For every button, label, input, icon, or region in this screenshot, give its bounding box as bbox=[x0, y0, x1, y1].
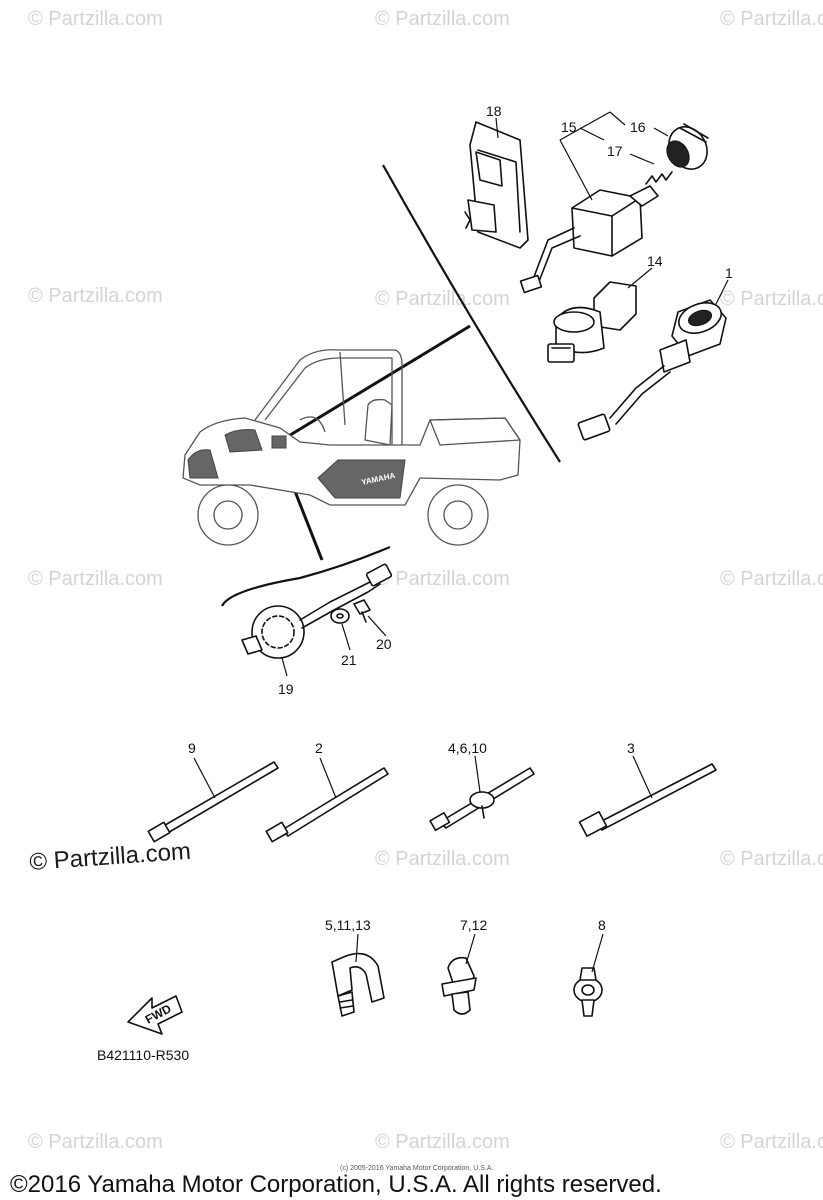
watermark: © Partzilla.com bbox=[720, 568, 823, 590]
watermark-layer: © Partzilla.com © Partzilla.com © Partzi… bbox=[28, 8, 823, 1153]
part-19-sensor bbox=[241, 563, 393, 659]
watermark: © Partzilla.com bbox=[375, 848, 510, 870]
part-9-cable-tie bbox=[147, 761, 279, 843]
callout-labels: 18 15 16 17 14 1 19 21 20 9 2 4,6,10 3 5… bbox=[188, 103, 733, 933]
part-7-12-clip bbox=[441, 956, 477, 1015]
watermark: © Partzilla.com bbox=[375, 568, 510, 590]
callout-2: 2 bbox=[315, 740, 323, 756]
watermark: © Partzilla.com bbox=[375, 1131, 510, 1153]
callout-4-6-10: 4,6,10 bbox=[448, 740, 487, 756]
part-8-clip bbox=[573, 967, 603, 1017]
leader-lines bbox=[193, 111, 729, 973]
part-14-switch bbox=[547, 281, 637, 363]
part-17-spring bbox=[645, 171, 673, 185]
part-2-cable-tie bbox=[265, 767, 389, 843]
detail-bracket-upper bbox=[382, 164, 561, 463]
watermark: © Partzilla.com bbox=[28, 1131, 163, 1153]
callout-19: 19 bbox=[278, 681, 294, 697]
part-20-bolt bbox=[353, 599, 371, 623]
footer-copyright: ©2016 Yamaha Motor Corporation, U.S.A. A… bbox=[10, 1171, 662, 1198]
watermark: © Partzilla.com bbox=[375, 8, 510, 30]
part-16-knob bbox=[666, 123, 709, 170]
vehicle-illustration: YAMAHA bbox=[182, 349, 521, 546]
callout-16: 16 bbox=[630, 119, 646, 135]
diagram-code: B421110-R530 bbox=[97, 1047, 189, 1063]
callout-15: 15 bbox=[561, 119, 577, 135]
watermark: © Partzilla.com bbox=[720, 288, 823, 310]
watermark: © Partzilla.com bbox=[720, 848, 823, 870]
watermark: © Partzilla.com bbox=[28, 285, 163, 307]
part-15-switch-assembly bbox=[519, 185, 659, 294]
callout-7-12: 7,12 bbox=[460, 917, 487, 933]
watermark: © Partzilla.com bbox=[375, 288, 510, 310]
part-1-socket bbox=[577, 299, 727, 441]
part-5-11-13-clamp bbox=[331, 952, 385, 1017]
part-4-6-10-cable-tie bbox=[429, 767, 535, 832]
small-copyright: (c) 2005-2016 Yamaha Motor Corporation, … bbox=[340, 1165, 493, 1172]
watermark: © Partzilla.com bbox=[720, 8, 823, 30]
watermark: © Partzilla.com bbox=[28, 568, 163, 590]
watermark: © Partzilla.com bbox=[28, 8, 163, 30]
callout-14: 14 bbox=[647, 253, 663, 269]
callout-9: 9 bbox=[188, 740, 196, 756]
watermark-prominent: © Partzilla.com bbox=[29, 838, 192, 876]
callout-1: 1 bbox=[725, 265, 733, 281]
watermark: © Partzilla.com bbox=[720, 1131, 823, 1153]
callout-5-11-13: 5,11,13 bbox=[325, 917, 371, 933]
fwd-arrow-icon: FWD bbox=[127, 995, 183, 1035]
callout-21: 21 bbox=[341, 652, 357, 668]
callout-18: 18 bbox=[486, 103, 502, 119]
part-18-switch-panel bbox=[464, 121, 529, 249]
callout-8: 8 bbox=[598, 917, 606, 933]
callout-20: 20 bbox=[376, 636, 392, 652]
part-3-cable-tie bbox=[578, 763, 717, 838]
callout-17: 17 bbox=[607, 143, 623, 159]
part-21-washer bbox=[330, 608, 350, 624]
pointer-line-upper bbox=[281, 324, 471, 442]
callout-3: 3 bbox=[627, 740, 635, 756]
detail-bracket-lower bbox=[221, 545, 391, 607]
